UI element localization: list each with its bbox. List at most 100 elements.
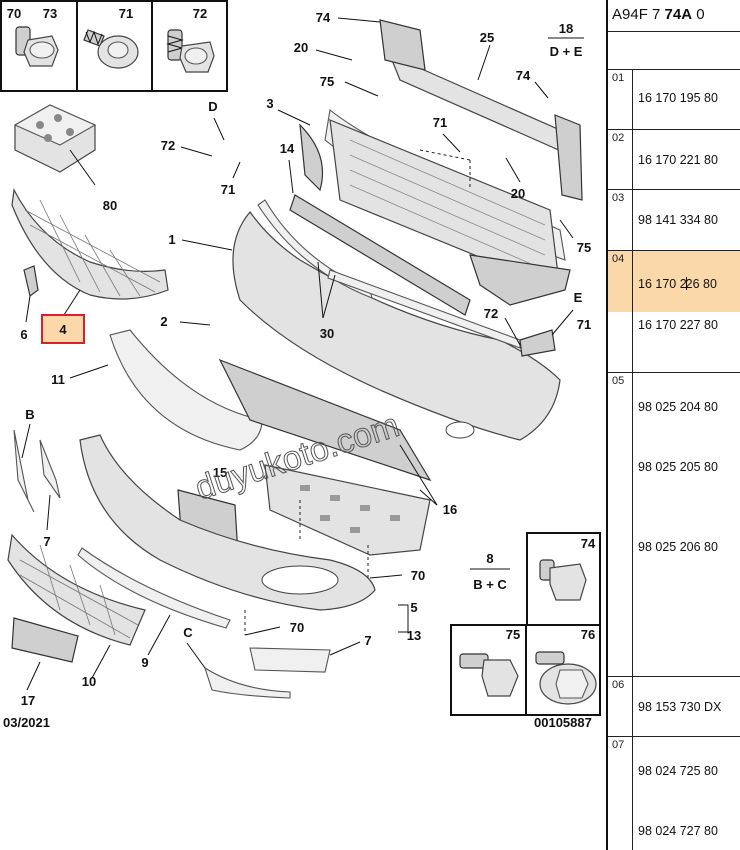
callout-70[interactable]: 70 [411, 568, 425, 583]
selected-part-label[interactable]: 4 [41, 314, 85, 344]
callout-71[interactable]: 71 [577, 317, 591, 332]
ref-number[interactable]: 98 025 204 80 [638, 400, 718, 414]
callout-B[interactable]: B [25, 407, 34, 422]
ref-number[interactable]: 98 025 205 80 [638, 460, 718, 474]
callout-73[interactable]: 73 [43, 6, 57, 21]
callout-15[interactable]: 15 [213, 465, 227, 480]
callout-1[interactable]: 1 [168, 232, 175, 247]
callout-6[interactable]: 6 [20, 327, 27, 342]
text-cursor [685, 277, 687, 290]
row-index: 02 [608, 130, 633, 189]
bracket-6 [23, 265, 39, 298]
callout-71[interactable]: 71 [433, 115, 447, 130]
diagram-ref: 00105887 [534, 715, 592, 730]
ref-number[interactable]: 98 024 725 80 [638, 764, 718, 778]
screw-71-icon [83, 29, 139, 69]
row-index: 03 [608, 190, 633, 250]
selected-part-number: 4 [59, 322, 67, 337]
ref-row-06[interactable]: 06 98 153 730 DX [608, 676, 740, 736]
callout-2[interactable]: 2 [160, 314, 167, 329]
lower-bumper-5 [79, 434, 376, 611]
ref-number[interactable]: 16 170 195 80 [638, 91, 718, 105]
callout-75[interactable]: 75 [577, 240, 591, 255]
callout-75[interactable]: 75 [506, 627, 520, 642]
skid-plate-16 [218, 358, 432, 556]
reinforcement-14 [289, 194, 471, 316]
ref-number[interactable]: 98 024 727 80 [638, 824, 718, 838]
callout-3[interactable]: 3 [266, 96, 273, 111]
ref-number[interactable]: 16 170 227 80 [638, 318, 718, 332]
trim-c [204, 666, 291, 699]
callout-D[interactable]: D [208, 99, 217, 114]
callout-74[interactable]: 74 [581, 536, 596, 551]
cover-17 [11, 617, 79, 663]
callout-20[interactable]: 20 [511, 186, 525, 201]
callout-80[interactable]: 80 [103, 198, 117, 213]
parts-diagram: 18 D + E 8 B + C 4 7073717274207525743D7… [0, 0, 601, 730]
ref-row-07[interactable]: 07 98 024 725 80 98 024 727 80 [608, 736, 740, 850]
ref-number[interactable]: 98 153 730 DX [638, 700, 722, 714]
bumper-beam-25 [379, 19, 583, 201]
ref-row-05[interactable]: 05 98 025 204 80 98 025 205 80 98 025 20… [608, 372, 740, 676]
callout-70[interactable]: 70 [290, 620, 304, 635]
trim-7-left [39, 439, 61, 499]
callout-71[interactable]: 71 [119, 6, 133, 21]
callout-C[interactable]: C [183, 625, 193, 640]
row-index: 06 [608, 677, 633, 736]
ref-row-02[interactable]: 02 16 170 221 80 [608, 129, 740, 189]
callout-14[interactable]: 14 [280, 141, 295, 156]
group-8-variant: B + C [473, 577, 507, 592]
ref-number[interactable]: 98 025 206 80 [638, 540, 718, 554]
callout-E[interactable]: E [574, 290, 583, 305]
callout-9[interactable]: 9 [141, 655, 148, 670]
callout-16[interactable]: 16 [443, 502, 457, 517]
ref-number-selected[interactable]: 16 170 226 80 [638, 277, 717, 291]
leader-lines [21, 17, 574, 691]
row-index: 07 [608, 737, 633, 850]
screw-box-group-bottom [450, 532, 601, 716]
screw-73-icon [15, 26, 59, 67]
callout-5[interactable]: 5 [410, 600, 417, 615]
side-guide-20 [469, 254, 571, 306]
ref-row-03[interactable]: 03 98 141 334 80 [608, 189, 740, 250]
header-code: 74A [664, 6, 693, 23]
ref-row-04[interactable]: 04 16 170 226 80 16 170 227 80 [608, 250, 740, 372]
callout-30[interactable]: 30 [320, 326, 334, 341]
callout-17[interactable]: 17 [21, 693, 35, 708]
callout-25[interactable]: 25 [480, 30, 494, 45]
callout-11[interactable]: 11 [51, 372, 65, 387]
lower-grille-10 [7, 533, 146, 646]
group-18-number: 18 [559, 21, 573, 36]
trim-strips-30 [257, 199, 521, 349]
grille-surround-11 [109, 329, 263, 451]
ref-number[interactable]: 16 170 221 80 [638, 153, 718, 167]
callout-72[interactable]: 72 [193, 6, 207, 21]
absorber-3 [299, 108, 566, 291]
dashed-leaders [244, 149, 471, 635]
callout-13[interactable]: 13 [407, 628, 421, 643]
row-index: 05 [608, 373, 633, 676]
callout-10[interactable]: 10 [82, 674, 96, 689]
callout-70[interactable]: 70 [7, 6, 21, 21]
ref-row-01[interactable]: 01 16 170 195 80 [608, 69, 740, 129]
callout-72[interactable]: 72 [161, 138, 175, 153]
callout-7[interactable]: 7 [364, 633, 371, 648]
callout-75[interactable]: 75 [320, 74, 334, 89]
screw-72-icon [166, 29, 215, 73]
panel-header: A94F 7 74A 0 [608, 0, 740, 32]
callout-72[interactable]: 72 [484, 306, 498, 321]
bracket-e [519, 329, 556, 357]
group-18-label: 18 D + E [548, 21, 584, 59]
group-8-number: 8 [486, 551, 493, 566]
group-18-variant: D + E [550, 44, 583, 59]
callout-74[interactable]: 74 [316, 10, 331, 25]
ref-number[interactable]: 98 141 334 80 [638, 213, 718, 227]
callout-20[interactable]: 20 [294, 40, 308, 55]
row-index: 01 [608, 70, 633, 129]
callout-7[interactable]: 7 [43, 534, 50, 549]
callout-74[interactable]: 74 [516, 68, 531, 83]
row-index: 04 [608, 251, 633, 372]
callout-76[interactable]: 76 [581, 627, 595, 642]
callout-71[interactable]: 71 [221, 182, 235, 197]
